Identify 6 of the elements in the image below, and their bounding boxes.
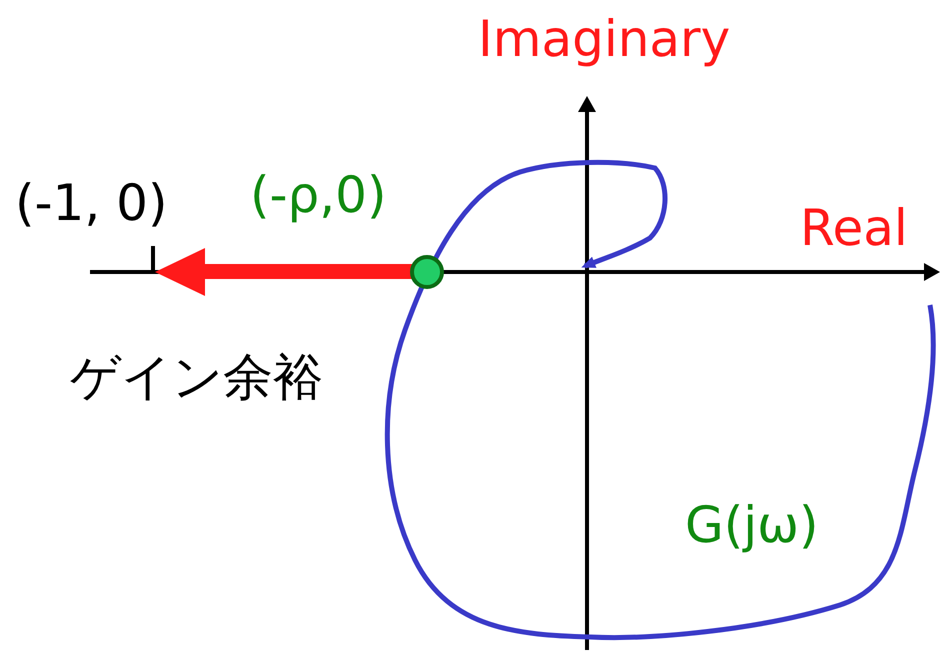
axis-label: Real <box>800 203 908 253</box>
axis-label: Imaginary <box>478 14 730 64</box>
point-label: (-ρ,0) <box>250 170 386 220</box>
curve-label: G(jω) <box>685 500 819 550</box>
point-label: (-1, 0) <box>15 178 168 228</box>
gain-margin-label: ゲイン余裕 <box>70 352 323 402</box>
